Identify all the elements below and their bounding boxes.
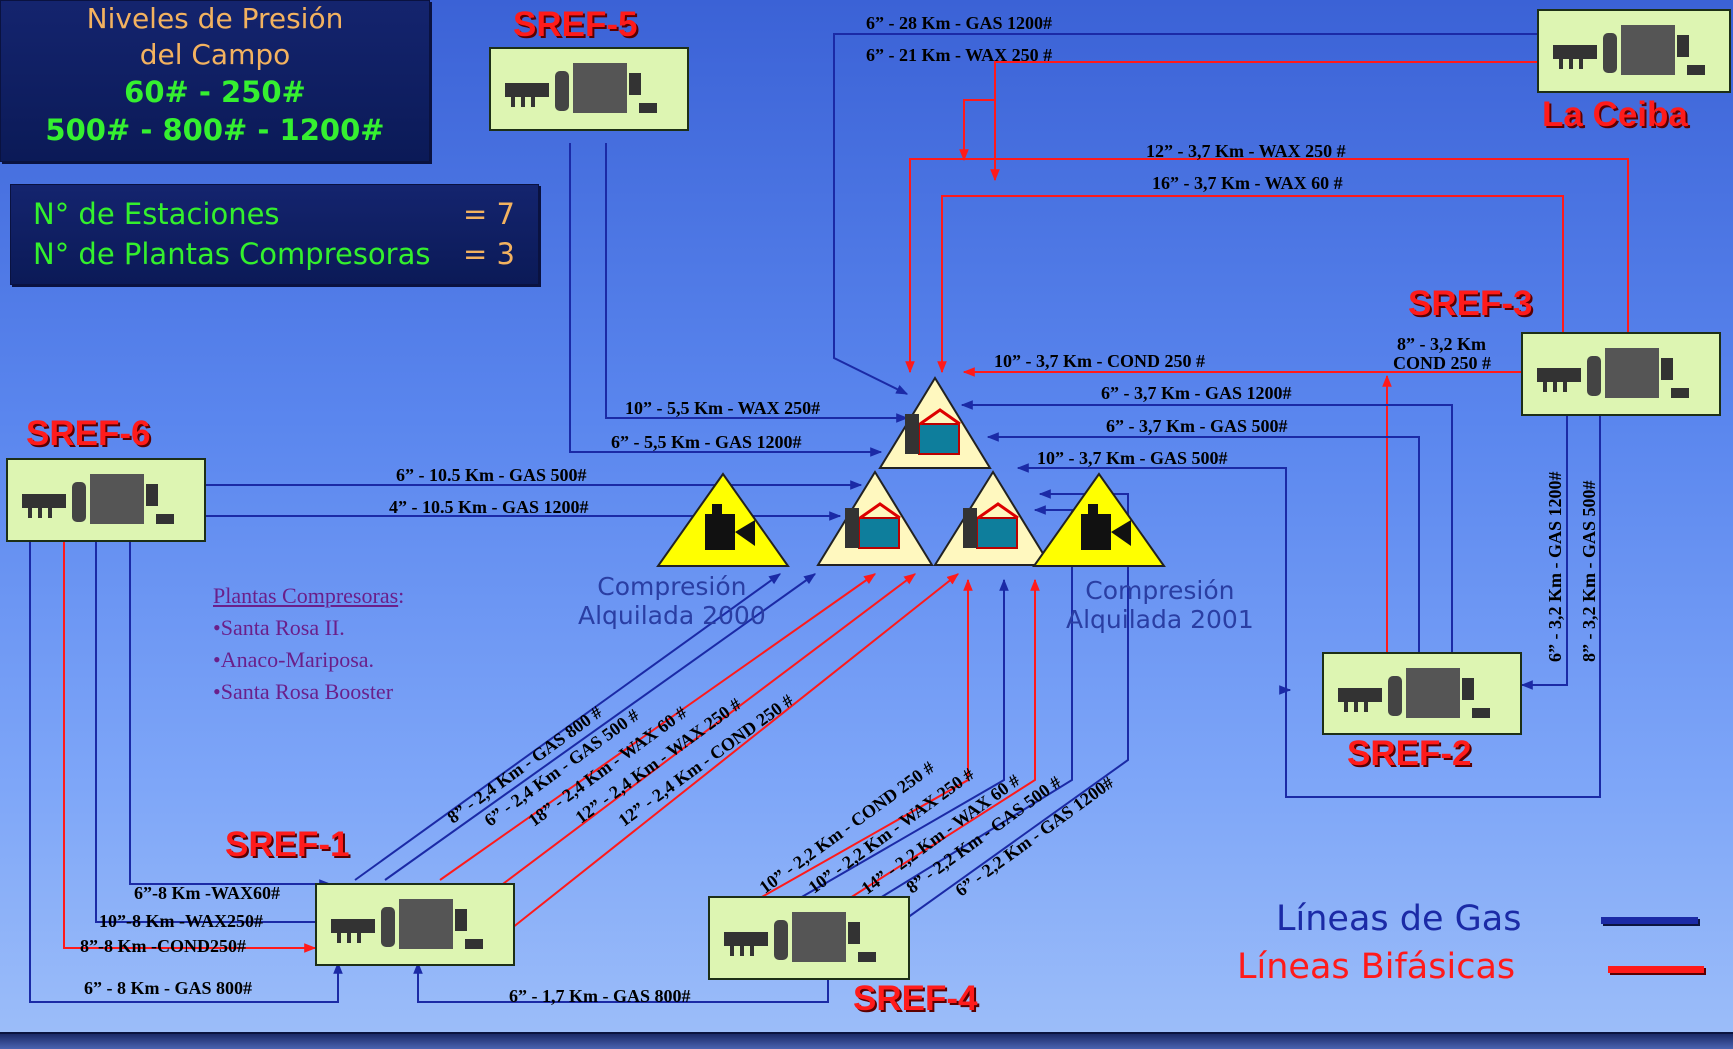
pipe-s1-wax250 (474, 573, 916, 906)
pipe-ceiba-wax250-branch (959, 99, 995, 162)
station-name-la-ceiba: La Ceiba (1542, 95, 1688, 134)
pipe-s1-cond250 (511, 573, 959, 929)
station-sref3 (1521, 332, 1721, 416)
rented-2001-line1: Compresión (1085, 576, 1235, 605)
legend-biphasic-label: Líneas Bifásicas (1237, 947, 1516, 987)
compressor-plants-list: Plantas Compresoras: •Santa Rosa II. •An… (213, 580, 404, 708)
pipe-s4-gas500 (879, 505, 1073, 899)
station-name-sref4: SREF-4 (853, 979, 978, 1018)
station-sref6 (6, 458, 206, 542)
rented-2001-label: Compresión Alquilada 2001 (1066, 576, 1254, 634)
pipe-sref5-gas1200 (569, 143, 883, 457)
pipe-label: COND 250 # (1393, 353, 1491, 373)
flow-station-icon (331, 899, 483, 949)
pipe-label: 6” - 3,7 Km - GAS 500# (1106, 416, 1288, 436)
station-name-sref6: SREF-6 (26, 414, 151, 453)
station-name-sref2: SREF-2 (1347, 734, 1472, 773)
pipe-sref3-wax60 (937, 195, 1564, 374)
compressor-plant-icon (845, 408, 1019, 549)
rented-2001-line2: Alquilada 2001 (1066, 605, 1254, 634)
rented-2000-line1: Compresión (597, 572, 747, 601)
stations-count-label: N° de Estaciones (33, 197, 280, 231)
pipe-label: 10”-8 Km -WAX250# (99, 911, 263, 931)
pipe-sref6-wax250 (95, 540, 332, 927)
pipe-ceiba-wax250 (990, 61, 1537, 182)
stations-count-row: N° de Estaciones = 7 (33, 197, 515, 231)
pipe-label: 6” - 1,7 Km - GAS 800# (509, 986, 691, 1006)
pipe-label: 8” - 3,2 Km - GAS 500# (1579, 480, 1599, 663)
pipe-label: 8” - 3,2 Km (1397, 334, 1486, 354)
plant-item: •Santa Rosa II. (213, 615, 345, 640)
pipe-sref6-wax60 (129, 540, 332, 889)
station-name-sref5: SREF-5 (513, 5, 638, 44)
pressure-title-line2: del Campo (139, 38, 291, 71)
pipe-label: 6” - 8 Km - GAS 800# (84, 978, 252, 998)
pipe-sref6-gas800 (29, 540, 343, 1003)
pressure-levels-box: Niveles de Presión del Campo 60# - 250# … (0, 0, 430, 162)
flow-station-icon (1553, 25, 1705, 75)
pipe-ceiba-gas1200 (833, 33, 1537, 395)
pipe-s1-wax60 (439, 573, 876, 881)
legend-gas-label: Líneas de Gas (1276, 899, 1522, 939)
pipe-sref2-gas500 (986, 432, 1420, 652)
station-sref2 (1322, 652, 1522, 735)
stations-count-value: = 7 (463, 197, 515, 231)
pipe-label: 12” - 3,7 Km - WAX 250 # (1146, 141, 1346, 161)
rented-compressor-icon (705, 504, 1131, 550)
plants-count-label: N° de Plantas Compresoras (33, 237, 431, 271)
plants-heading: Plantas Compresoras (213, 583, 399, 608)
pipe-label: 6” - 3,2 Km - GAS 1200# (1545, 471, 1565, 663)
pipe-sref3-gas1200 (1520, 412, 1568, 690)
pipe-s4-cond250 (759, 578, 973, 899)
pipe-label: 10” - 3,7 Km - GAS 500# (1037, 448, 1228, 468)
plant-item: •Anaco-Mariposa. (213, 647, 375, 672)
pipe-s4-wax60 (849, 578, 1040, 899)
pipe-label: 16” - 3,7 Km - WAX 60 # (1152, 173, 1343, 193)
flow-station-icon (1338, 668, 1490, 718)
pipe-label: 6” - 3,7 Km - GAS 1200# (1101, 383, 1292, 403)
pipe-sref3-wax250 (905, 158, 1629, 374)
flow-station-icon (505, 63, 657, 113)
legend-biphasic-swatch (1608, 966, 1704, 973)
pipe-label: 10” - 3,7 Km - COND 250 # (994, 351, 1205, 371)
pipe-label: 6”-8 Km -WAX60# (134, 883, 280, 903)
pipe-s4-wax250 (799, 578, 1009, 899)
pipe-s1-gas500 (384, 573, 816, 881)
legend-gas-swatch (1601, 917, 1698, 924)
station-sref4 (708, 896, 910, 980)
pipe-label: 10” - 5,5 Km - WAX 250# (625, 398, 821, 418)
pipe-label: 6” - 5,5 Km - GAS 1200# (611, 432, 802, 452)
pipe-sref3-gas500 (1016, 412, 1601, 798)
station-sref5 (489, 47, 689, 131)
plants-count-value: = 3 (463, 237, 515, 271)
pipe-sref6-cond250 (63, 540, 317, 953)
pipe-label: 4” - 10.5 Km - GAS 1200# (389, 497, 589, 517)
station-la-ceiba (1537, 9, 1731, 93)
station-name-sref1: SREF-1 (225, 825, 350, 864)
station-sref1 (315, 883, 515, 966)
flow-station-icon (724, 912, 876, 962)
pressure-levels-line2: 500# - 800# - 1200# (45, 113, 385, 147)
pipe-sref2-gas1200 (960, 400, 1453, 652)
pipe-label: 6” - 10.5 Km - GAS 500# (396, 465, 587, 485)
flow-station-icon (22, 474, 174, 524)
plant-item: •Santa Rosa Booster (213, 679, 394, 704)
pressure-levels-line1: 60# - 250# (124, 75, 306, 109)
pipe-label: 8”-8 Km -COND250# (80, 936, 246, 956)
rented-2000-line2: Alquilada 2000 (578, 601, 766, 630)
pipe-label: 6” - 28 Km - GAS 1200# (866, 13, 1052, 33)
plants-count-row: N° de Plantas Compresoras = 3 (33, 237, 515, 271)
pipe-label: 6” - 21 Km - WAX 250 # (866, 45, 1053, 65)
pipe-s1-gas800 (354, 573, 781, 881)
station-count-box: N° de Estaciones = 7 N° de Plantas Compr… (10, 184, 539, 285)
station-name-sref3: SREF-3 (1408, 284, 1533, 323)
flow-station-icon (1537, 348, 1689, 398)
pipe-s4-s1-gas800 (413, 961, 829, 1003)
rented-2000-label: Compresión Alquilada 2000 (578, 572, 766, 630)
footer-bar (0, 1032, 1733, 1049)
pressure-title-line1: Niveles de Presión (86, 2, 344, 35)
pipe-sref5-wax250 (605, 143, 909, 423)
